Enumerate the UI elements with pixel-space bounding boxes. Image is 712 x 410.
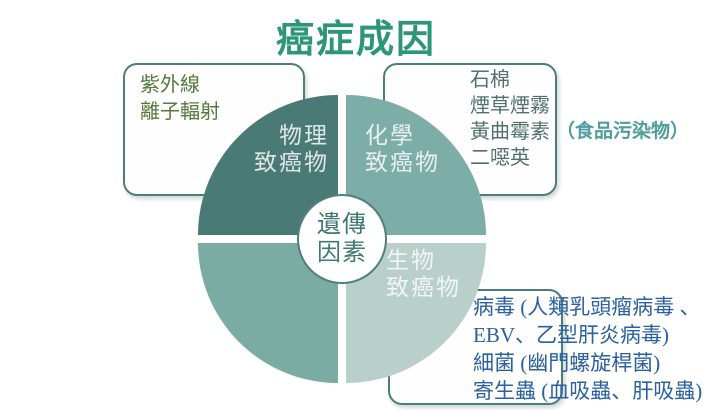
biological-example-line: 寄生蟲 (血吸蟲、肝吸蟲) xyxy=(473,379,703,403)
quadrant-label-line: 化學 xyxy=(365,123,415,148)
food-contaminant-annotation: （食品污染物） xyxy=(556,121,690,142)
quadrant-biological-label: 生物 致癌物 xyxy=(386,247,461,301)
physical-examples-text: 紫外線 離子輻射 xyxy=(140,72,220,126)
quadrant-label-line: 生物 xyxy=(386,248,436,273)
center-label-line: 因素 xyxy=(317,240,367,266)
quadrant-label-line: 物理 xyxy=(279,123,329,148)
carcinogen-pie: 物理 致癌物 化學 致癌物 生物 致癌物 遺傳 因素 xyxy=(198,95,486,383)
chemical-example-line: 二噁英 xyxy=(470,147,530,169)
biological-example-line: EBV、乙型肝炎病毒) xyxy=(473,323,669,347)
page-title: 癌症成因 xyxy=(275,19,436,61)
physical-example-line: 紫外線 xyxy=(140,74,200,96)
chemical-examples-text: 石棉 煙草煙霧 黃曲霉素 二噁英 xyxy=(470,67,550,171)
center-label-line: 遺傳 xyxy=(317,212,367,238)
biological-examples-text: 病毒 (人類乳頭瘤病毒 、 EBV、乙型肝炎病毒) 細菌 (幽門螺旋桿菌) 寄生… xyxy=(473,293,702,405)
genetic-factors-label: 遺傳 因素 xyxy=(317,211,367,267)
quadrant-label-line: 致癌物 xyxy=(386,275,461,300)
genetic-factors-circle: 遺傳 因素 xyxy=(297,194,387,284)
quadrant-label-line: 致癌物 xyxy=(365,150,440,175)
quadrant-label-line: 致癌物 xyxy=(254,150,329,175)
quadrant-physical-label: 物理 致癌物 xyxy=(254,122,329,176)
biological-example-line: 病毒 (人類乳頭瘤病毒 、 xyxy=(473,295,701,319)
quadrant-chemical-label: 化學 致癌物 xyxy=(365,122,440,176)
biological-example-line: 細菌 (幽門螺旋桿菌) xyxy=(473,351,661,375)
chemical-example-line: 煙草煙霧 xyxy=(470,95,550,117)
physical-example-line: 離子輻射 xyxy=(140,101,220,123)
chemical-example-line: 黃曲霉素 xyxy=(470,121,550,143)
chemical-example-line: 石棉 xyxy=(470,69,510,91)
